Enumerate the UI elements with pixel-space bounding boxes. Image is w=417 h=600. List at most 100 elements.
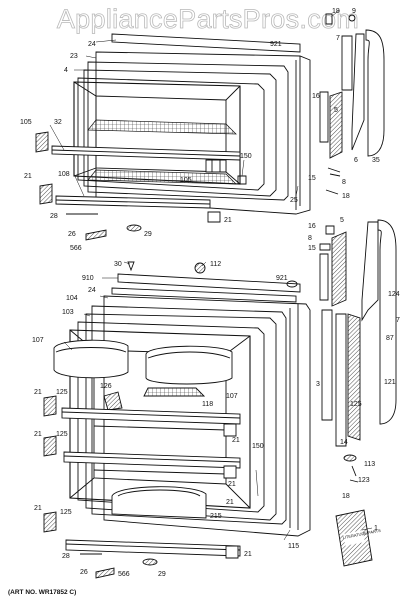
callout-7: 7 (336, 35, 340, 42)
callout-18-lower: 18 (342, 493, 350, 500)
callout-15: 15 (308, 175, 316, 182)
callout-107-right: 107 (226, 393, 238, 400)
strip-35 (365, 29, 385, 157)
fresh-food-top-strip (117, 273, 301, 293)
callout-21-lower-c: 21 (34, 505, 42, 512)
vent-5-upper (329, 91, 343, 159)
callout-125-a: 125 (56, 389, 68, 396)
callout-28-lower: 28 (62, 553, 70, 560)
callout-7-lower: 7 (396, 317, 400, 324)
callout-910: 910 (82, 275, 94, 282)
callout-150-lower: 150 (252, 443, 264, 450)
dairy-cover-left (53, 339, 129, 379)
strip-124 (361, 221, 379, 322)
callout-14: 14 (340, 439, 348, 446)
strip-7-upper (341, 35, 353, 91)
bracket-105 (35, 131, 49, 153)
art-number: (ART NO. WR17852 C) (8, 589, 76, 596)
callout-5-lower: 5 (340, 217, 344, 224)
callout-32: 32 (54, 119, 62, 126)
callout-123: 123 (358, 477, 370, 484)
freezer-shelf (87, 119, 237, 135)
callout-125-b: 125 (56, 431, 68, 438)
callout-25: 25 (290, 197, 298, 204)
callout-18: 18 (332, 8, 340, 15)
strip-14 (335, 313, 347, 447)
callout-21-right-a: 21 (232, 437, 240, 444)
callout-21-lower-b: 21 (34, 431, 42, 438)
callout-124: 124 (388, 291, 400, 298)
callout-103: 103 (62, 309, 74, 316)
callout-113: 113 (364, 461, 375, 468)
strip-6 (351, 33, 365, 151)
callout-9: 9 (352, 8, 356, 15)
freezer-liner (83, 69, 277, 197)
callout-125-c: 125 (60, 509, 72, 516)
strip-125-side (347, 313, 361, 441)
bracket-21-lower-3 (43, 511, 57, 533)
callout-126: 126 (100, 383, 112, 390)
bracket-21-upper-left (39, 183, 53, 205)
callout-28: 28 (50, 213, 58, 220)
bracket-21-lower-2 (43, 435, 57, 457)
callout-8: 8 (342, 179, 346, 186)
callout-21-right-c: 21 (226, 499, 234, 506)
callout-115: 115 (288, 543, 299, 550)
callout-105: 105 (20, 119, 32, 126)
door-shelf-bar-2 (63, 451, 241, 469)
callout-26-lower: 26 (80, 569, 88, 576)
freezer-side-parts (35, 13, 385, 241)
callout-26: 26 (68, 231, 76, 238)
callout-118: 118 (202, 401, 213, 408)
watermark-text: AppliancePartsPros.com (57, 4, 359, 34)
callout-921-lower: 921 (276, 275, 288, 282)
callout-16: 16 (312, 93, 320, 100)
bin-215 (111, 486, 207, 519)
callout-104: 104 (66, 295, 78, 302)
tray-118 (143, 387, 206, 397)
freezer-gasket (87, 61, 289, 201)
hinge-26-upper (85, 229, 107, 241)
callout-150: 150 (240, 153, 252, 160)
callout-8-lower: 8 (308, 235, 312, 242)
freezer-top-gasket (111, 33, 301, 53)
freezer-door-assembly (51, 33, 311, 215)
callout-125-side: 125 (350, 401, 362, 408)
dairy-cover-right (145, 345, 233, 385)
callout-108: 108 (58, 171, 70, 178)
callout-87: 87 (386, 335, 394, 342)
part-29-lower (142, 558, 158, 566)
part-29-upper (126, 224, 142, 232)
fresh-food-door-assembly (53, 273, 311, 557)
callout-29-lower: 29 (158, 571, 166, 578)
callout-921: 921 (270, 41, 282, 48)
fresh-food-outer-panel (103, 295, 311, 537)
fresh-food-side-parts (43, 219, 397, 579)
callout-4: 4 (64, 67, 68, 74)
callout-566-lower: 566 (118, 571, 130, 578)
callout-6: 6 (354, 157, 358, 164)
strip-121 (377, 219, 397, 425)
callout-3: 3 (316, 381, 320, 388)
callout-5: 5 (334, 107, 338, 114)
callout-labels: 18 9 24 921 7 23 4 16 105 32 150 105 5 6… (20, 8, 400, 578)
door-shelf-bar-1 (61, 407, 241, 425)
callout-1: 1 (374, 525, 378, 532)
door-shelf-bar-3 (65, 539, 241, 557)
vent-5-lower (331, 231, 347, 307)
bracket-21-lower-1 (43, 395, 57, 417)
callout-21-right-d: 21 (244, 551, 252, 558)
callout-16-lower: 16 (308, 223, 316, 230)
callout-21-right: 21 (224, 217, 232, 224)
callout-107: 107 (32, 337, 44, 344)
callout-105-lower: 105 (180, 177, 192, 184)
callout-215: 215 (210, 513, 222, 520)
callout-18-b: 18 (342, 193, 350, 200)
callout-23: 23 (70, 53, 78, 60)
callout-30: 30 (114, 261, 122, 268)
callout-21-lower-a: 21 (34, 389, 42, 396)
strip-3 (321, 309, 333, 421)
callout-566: 566 (70, 245, 82, 252)
